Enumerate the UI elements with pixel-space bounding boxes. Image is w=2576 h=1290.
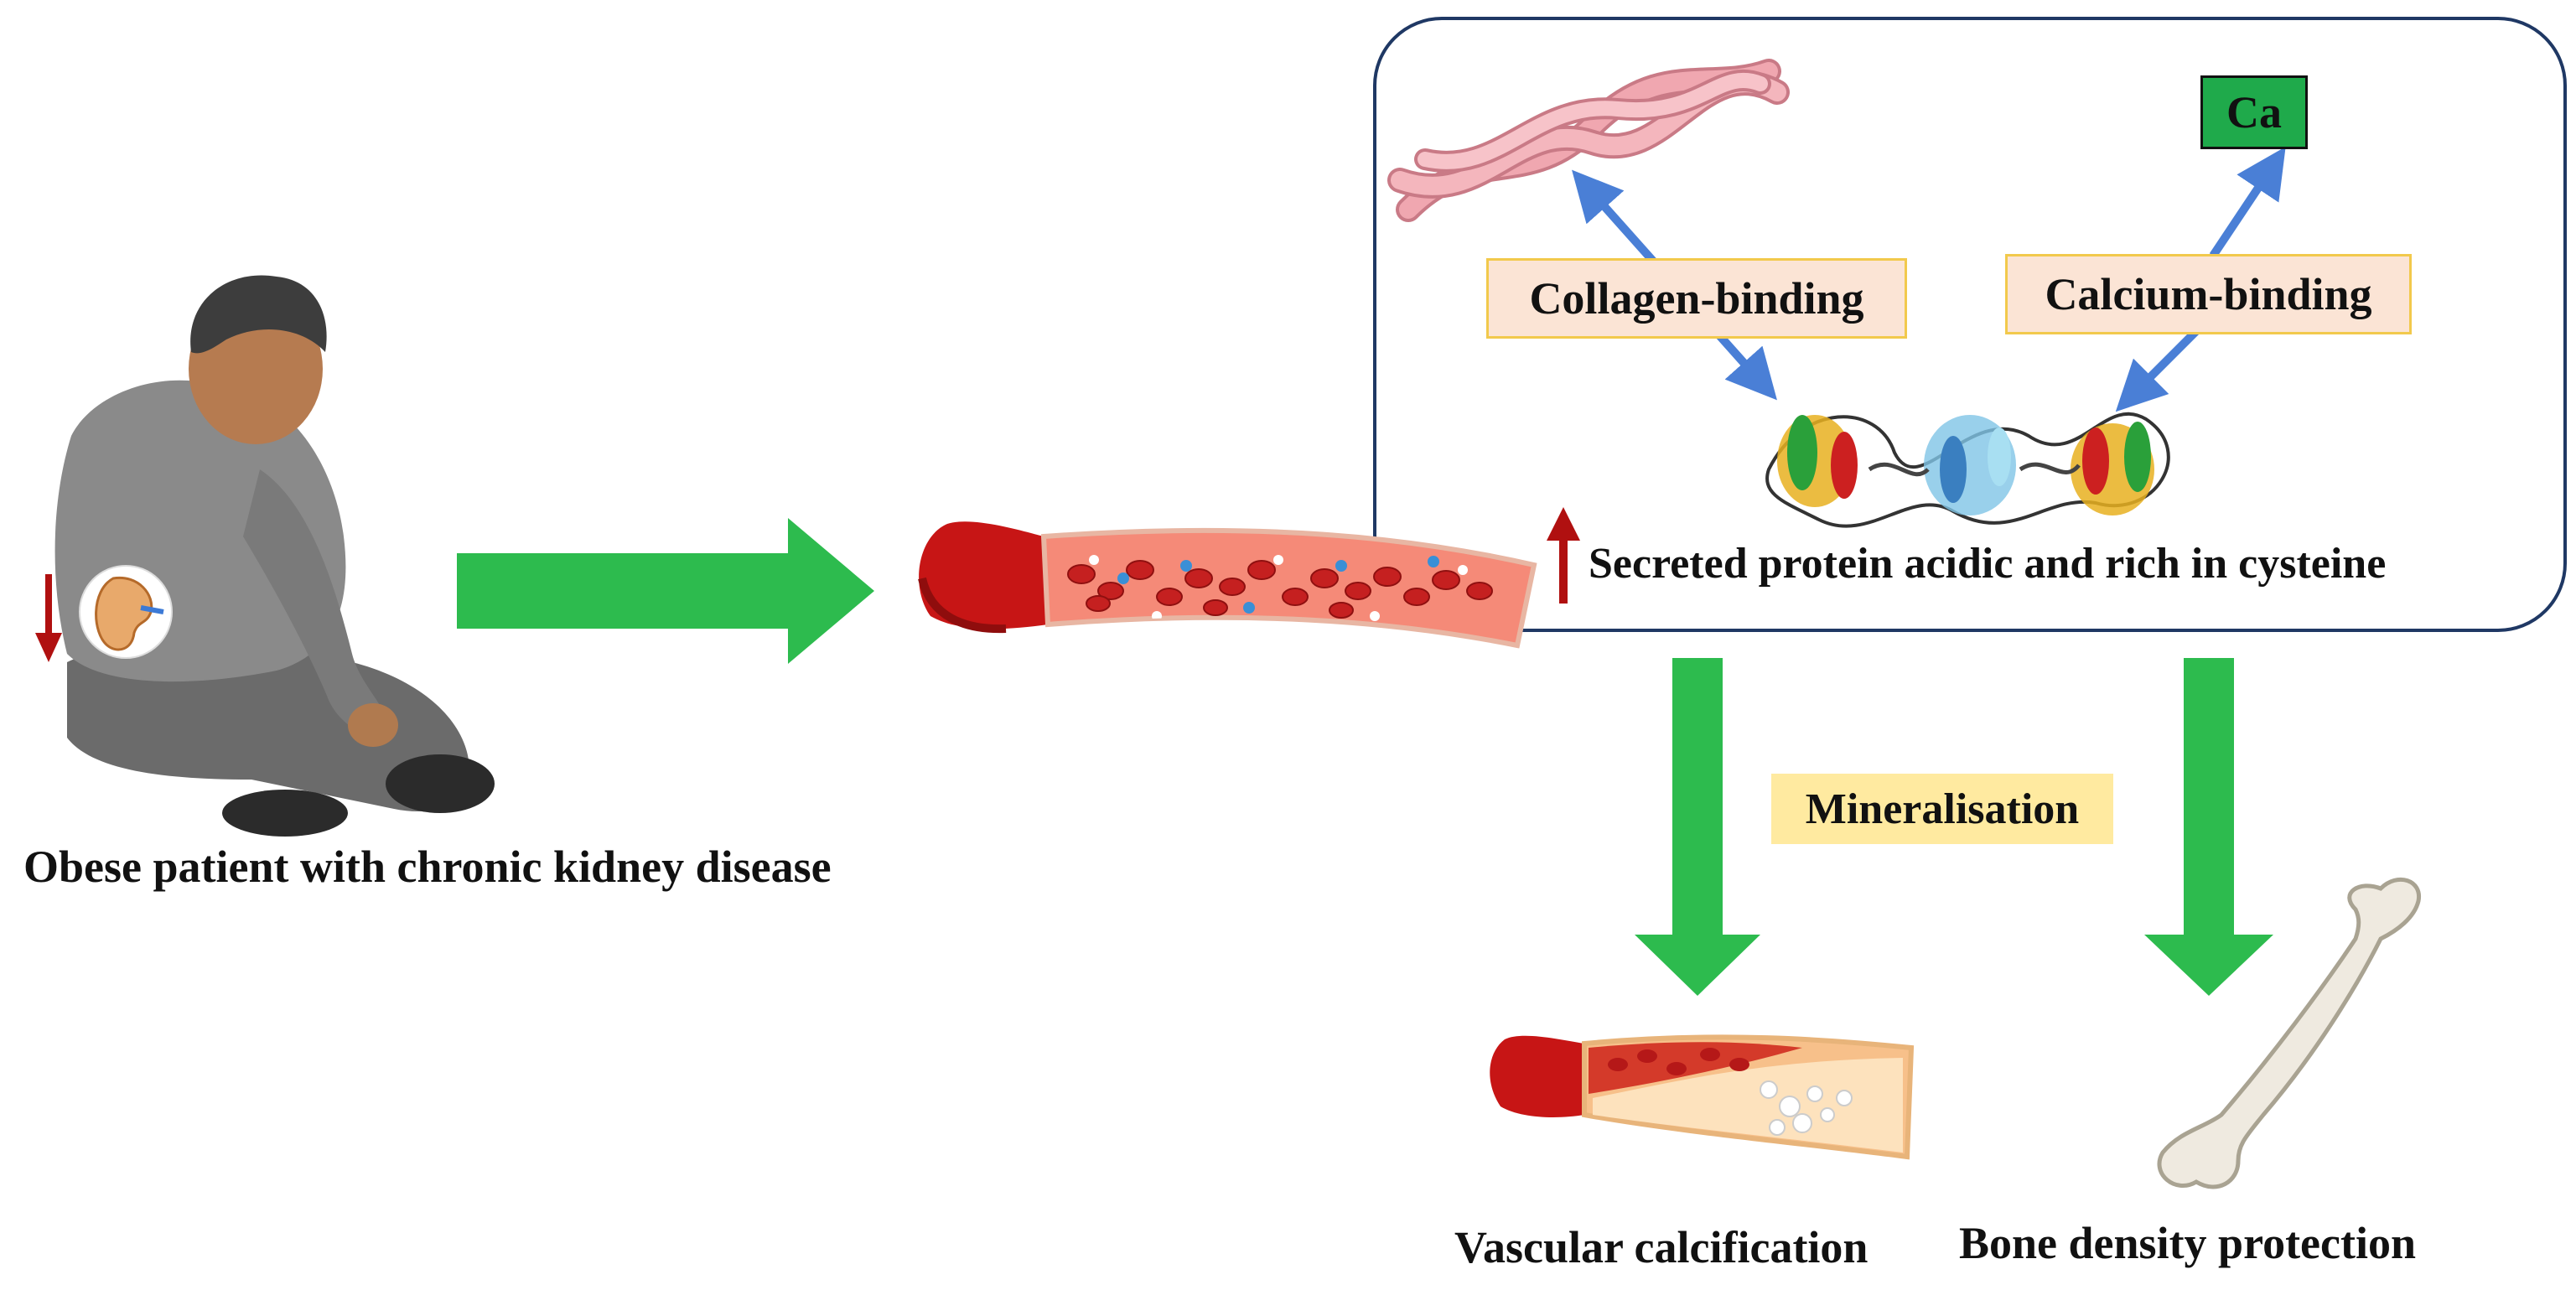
calcium-binding-label: Calcium-binding (2005, 254, 2412, 334)
bone-density-label: Bone density protection (1959, 1218, 2417, 1268)
bone-icon (2157, 877, 2421, 1189)
calcium-binding-upper-arrow (2209, 147, 2286, 258)
flow-arrow-to-vessel (457, 518, 874, 664)
calcium-symbol-box: Ca (2200, 75, 2308, 149)
flow-arrow-to-bone (2144, 658, 2273, 996)
calcified-vessel-icon (1490, 1034, 1915, 1160)
mineralisation-label: Mineralisation (1771, 774, 2113, 844)
collagen-binding-label: Collagen-binding (1486, 258, 1907, 339)
kidney-icon (79, 565, 173, 659)
increase-arrow-icon (1547, 507, 1580, 604)
collagen-helix-icon (1387, 59, 1790, 222)
flow-arrow-to-calcification (1635, 658, 1760, 996)
patient-label: Obese patient with chronic kidney diseas… (23, 842, 832, 892)
protein-panel (1373, 17, 2567, 632)
vascular-calcification-label: Vascular calcification (1454, 1222, 1869, 1272)
calcium-binding-lower-arrow (2115, 319, 2208, 412)
blood-vessel-icon (918, 521, 1537, 649)
protein-structure-icon (1765, 412, 2170, 528)
protein-label: Secreted protein acidic and rich in cyst… (1589, 540, 2387, 588)
kidney-decrease-arrow-icon (35, 574, 62, 662)
patient-figure (35, 275, 495, 837)
